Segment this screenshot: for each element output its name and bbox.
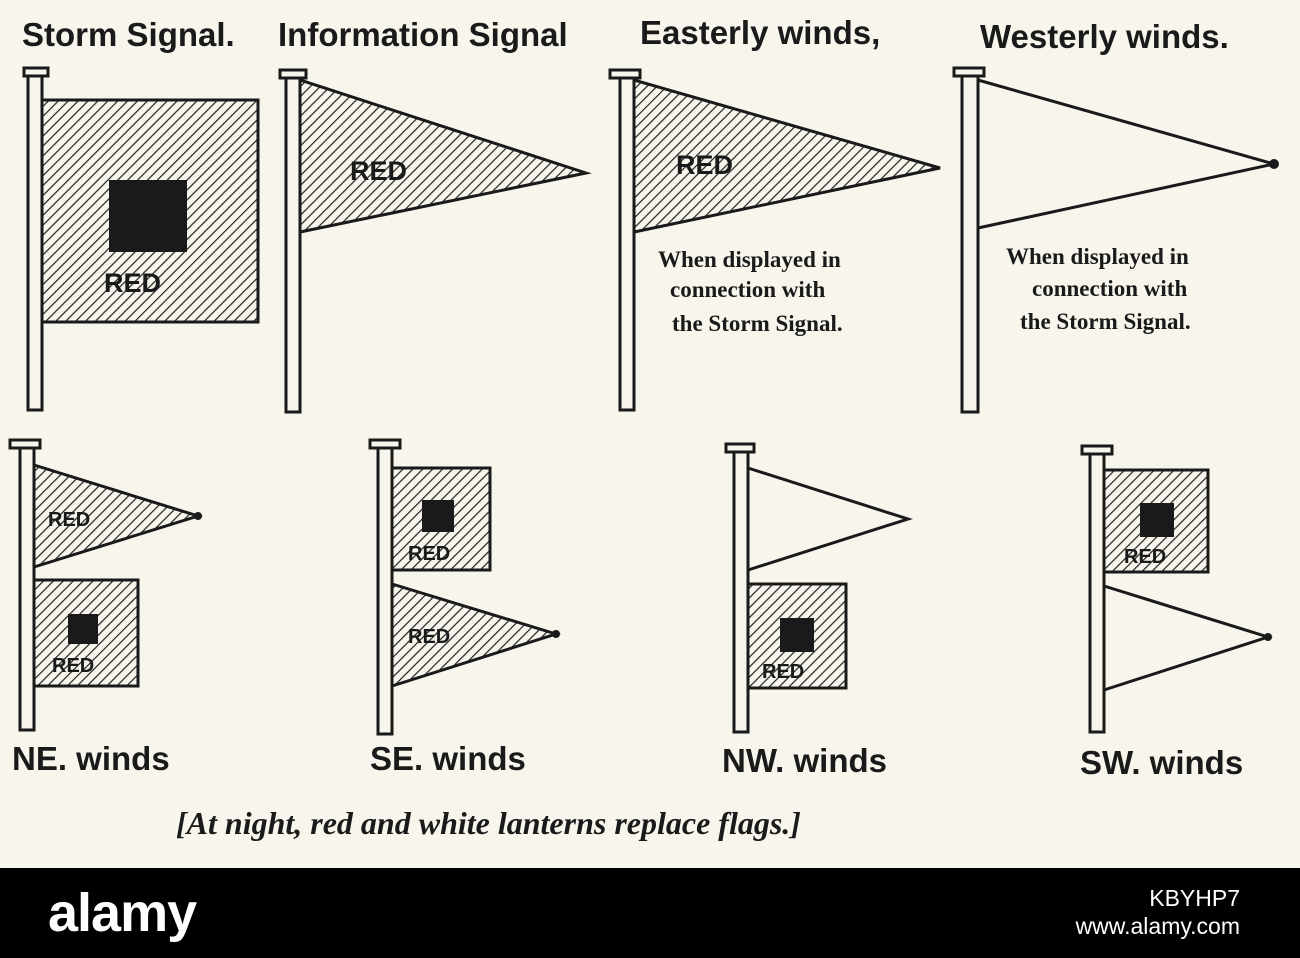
flag-label-red: RED bbox=[350, 156, 407, 186]
pennant bbox=[390, 581, 562, 689]
easterly-winds-flag: RED When displayed in connection with th… bbox=[608, 68, 941, 412]
flag-label-red: RED bbox=[52, 655, 94, 677]
center-square bbox=[780, 618, 814, 652]
se-winds-flags: RED RED bbox=[368, 438, 562, 736]
center-square bbox=[422, 500, 454, 532]
title-information-signal: Information Signal bbox=[278, 16, 568, 53]
watermark-info: KBYHP7 www.alamy.com bbox=[1076, 884, 1240, 940]
watermark-logo: alamy bbox=[48, 883, 197, 943]
pennant bbox=[298, 77, 592, 234]
sw-winds-flags: RED bbox=[1080, 444, 1273, 734]
title-storm-signal: Storm Signal. bbox=[22, 16, 235, 53]
note-line-3: the Storm Signal. bbox=[1020, 309, 1191, 334]
caption-lanterns: [At night, red and white lanterns replac… bbox=[176, 805, 801, 841]
label-ne-winds: NE. winds bbox=[12, 740, 170, 777]
watermark-image-id: KBYHP7 bbox=[1149, 885, 1240, 911]
pole bbox=[1088, 452, 1106, 734]
pennant bbox=[632, 78, 941, 234]
pole bbox=[732, 450, 750, 734]
information-signal-flag: RED bbox=[278, 68, 592, 414]
pole bbox=[618, 76, 636, 412]
flag-label-red: RED bbox=[1124, 546, 1166, 568]
center-square bbox=[68, 614, 98, 644]
title-easterly-winds: Easterly winds, bbox=[640, 14, 880, 51]
pennant-tip bbox=[1269, 159, 1279, 169]
pole bbox=[26, 74, 44, 412]
flag-label-red: RED bbox=[104, 268, 161, 298]
westerly-winds-flag: When displayed in connection with the St… bbox=[952, 66, 1279, 414]
note-line-2: connection with bbox=[670, 277, 825, 302]
title-westerly-winds: Westerly winds. bbox=[980, 18, 1229, 55]
pennant bbox=[976, 78, 1275, 230]
pennant bbox=[1102, 583, 1273, 693]
pole bbox=[376, 446, 394, 736]
pennant bbox=[746, 465, 913, 573]
flag-label-red: RED bbox=[48, 509, 90, 531]
center-square bbox=[1140, 503, 1174, 537]
note-line-2: connection with bbox=[1032, 276, 1187, 301]
note-line-3: the Storm Signal. bbox=[672, 311, 843, 336]
watermark-url: www.alamy.com bbox=[1075, 913, 1240, 939]
flag-label-red: RED bbox=[408, 626, 450, 648]
ne-winds-flags: RED RED bbox=[8, 438, 204, 732]
pole bbox=[960, 74, 980, 414]
note-line-1: When displayed in bbox=[1006, 244, 1189, 269]
pennant bbox=[32, 462, 204, 570]
flag-label-red: RED bbox=[762, 661, 804, 683]
label-nw-winds: NW. winds bbox=[722, 742, 887, 779]
label-sw-winds: SW. winds bbox=[1080, 744, 1243, 781]
center-square bbox=[109, 180, 187, 252]
label-se-winds: SE. winds bbox=[370, 740, 526, 777]
storm-signal-flag: RED bbox=[22, 66, 260, 412]
flag-label-red: RED bbox=[676, 150, 733, 180]
watermark-bar: alamy KBYHP7 www.alamy.com bbox=[0, 868, 1300, 958]
pennant-tip bbox=[194, 512, 202, 520]
note-line-1: When displayed in bbox=[658, 247, 841, 272]
nw-winds-flags: RED bbox=[724, 442, 913, 734]
storm-signals-diagram: Storm Signal. Information Signal Easterl… bbox=[8, 14, 1279, 841]
pole bbox=[18, 446, 36, 732]
flag-label-red: RED bbox=[408, 543, 450, 565]
pennant-tip bbox=[1264, 633, 1272, 641]
pennant-tip bbox=[552, 630, 560, 638]
pole bbox=[284, 76, 302, 414]
